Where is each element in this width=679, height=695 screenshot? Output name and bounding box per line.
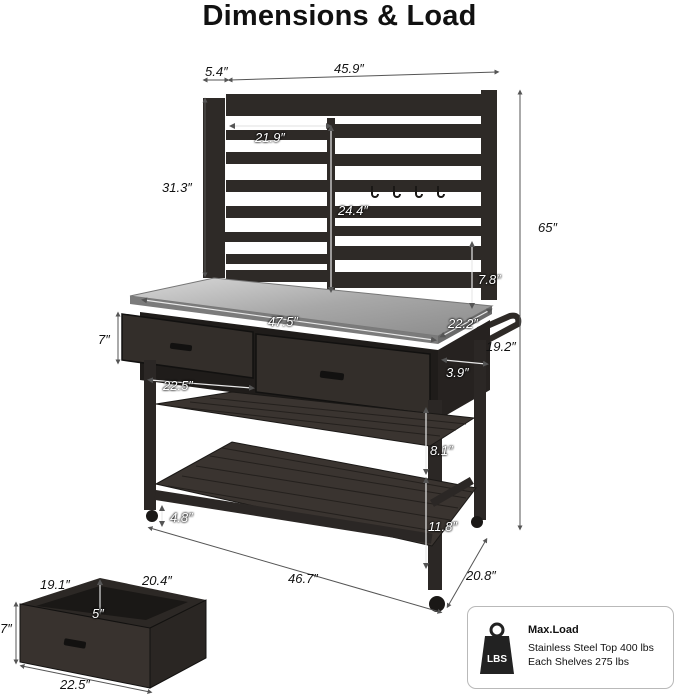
weight-icon-text: LBS [487, 654, 507, 665]
max-load-title: Max.Load [528, 624, 579, 636]
dim-bottom-gap: 11.8″ [428, 519, 457, 534]
dim-handle-depth: 19.2″ [486, 339, 516, 354]
dim-top-width: 45.9″ [334, 61, 364, 76]
dim-drawer-side-height: 7″ [0, 621, 12, 636]
dim-ground-clearance: 4.8″ [170, 510, 193, 525]
hooks [371, 186, 445, 198]
dim-drawer-depth: 19.1″ [40, 577, 70, 592]
hutch [203, 90, 497, 300]
dim-base-depth: 20.8″ [466, 568, 496, 583]
dim-pegboard-height: 24.4″ [338, 203, 368, 218]
max-load-top: Stainless Steel Top 400 lbs [528, 642, 654, 654]
dim-drawer-total-width: 20.4″ [142, 573, 172, 588]
inner-dimension-lines [141, 123, 493, 569]
dim-base-length: 46.7″ [288, 571, 318, 586]
dim-hutch-height: 31.3″ [162, 180, 192, 195]
dim-drawer-inner-depth: 5″ [92, 606, 104, 621]
loose-drawer [13, 578, 207, 694]
dim-side-offset: 5.4″ [205, 64, 228, 79]
dim-top-length: 47.5″ [268, 314, 298, 329]
dim-top-depth: 22.2″ [448, 316, 478, 331]
dimension-lines [147, 69, 523, 614]
middle-shelf [155, 391, 476, 447]
max-load-panel: LBS Max.Load Stainless Steel Top 400 lbs… [467, 606, 674, 689]
dim-middle-gap: 8.1″ [430, 443, 453, 458]
dim-drawer-height: 7″ [98, 332, 110, 347]
weight-lbs-icon: LBS [480, 622, 514, 674]
dim-drawer-width: 22.5″ [163, 378, 193, 393]
page-title: Dimensions & Load [202, 0, 477, 32]
dim-shelf-width: 21.9″ [255, 130, 285, 145]
dim-side-gap: 3.9″ [446, 365, 469, 380]
max-load-shelves: Each Shelves 275 lbs [528, 656, 629, 668]
dim-total-height: 65″ [538, 220, 558, 235]
dim-shelf-gap: 7.8″ [478, 272, 501, 287]
dim-drawer-length: 22.5″ [60, 677, 90, 692]
